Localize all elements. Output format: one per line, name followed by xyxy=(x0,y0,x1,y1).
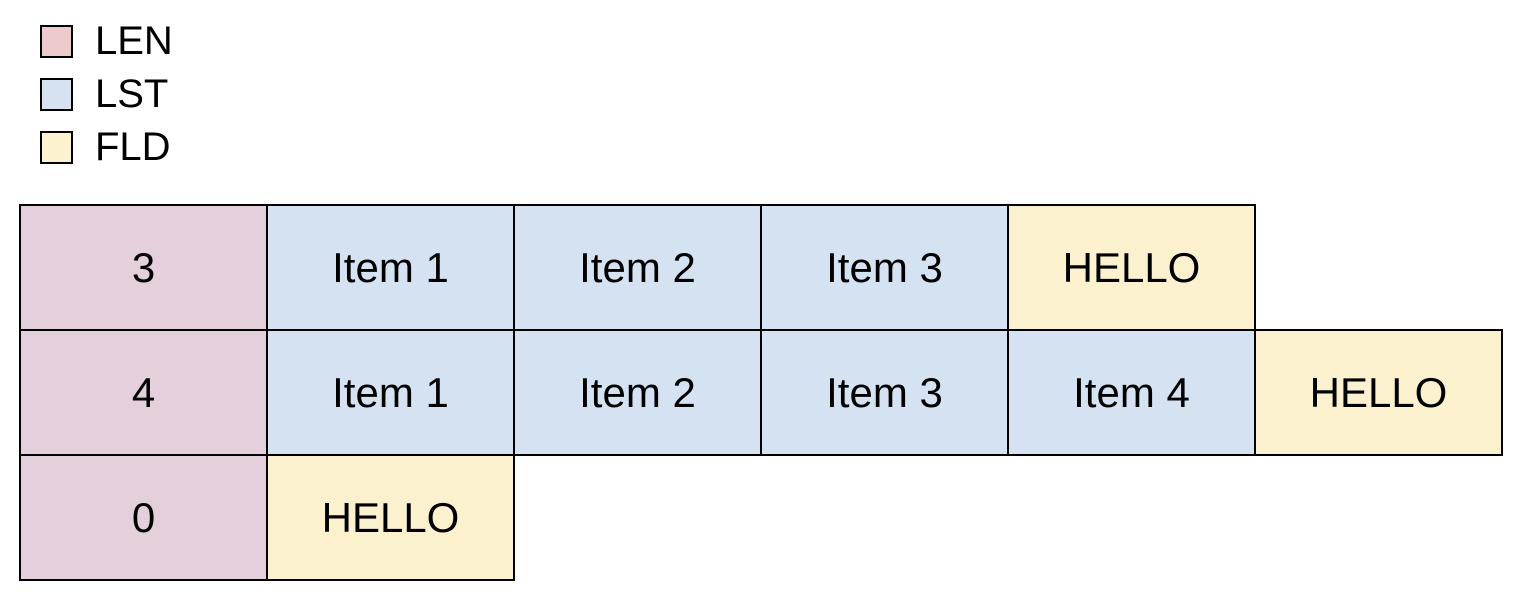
cell-len: 3 xyxy=(19,204,268,331)
cell-lst: Item 2 xyxy=(513,329,762,456)
cell-lst: Item 3 xyxy=(760,204,1009,331)
legend-item-lst: LST xyxy=(40,72,173,116)
cell-fld: HELLO xyxy=(1007,204,1256,331)
cell-lst: Item 2 xyxy=(513,204,762,331)
legend-label: LEN xyxy=(95,19,173,63)
cell-lst: Item 1 xyxy=(266,329,515,456)
legend-item-fld: FLD xyxy=(40,125,173,169)
cell-lst: Item 4 xyxy=(1007,329,1256,456)
legend-label: FLD xyxy=(95,125,171,169)
legend-label: LST xyxy=(95,72,169,116)
legend-item-len: LEN xyxy=(40,19,173,63)
legend-swatch-fld xyxy=(40,131,73,164)
legend: LEN LST FLD xyxy=(40,19,173,169)
cell-fld: HELLO xyxy=(266,454,515,581)
cell-lst: Item 3 xyxy=(760,329,1009,456)
legend-swatch-lst xyxy=(40,78,73,111)
cell-len: 4 xyxy=(19,329,268,456)
cell-lst: Item 1 xyxy=(266,204,515,331)
cell-fld: HELLO xyxy=(1254,329,1503,456)
cell-len: 0 xyxy=(19,454,268,581)
legend-swatch-len xyxy=(40,25,73,58)
